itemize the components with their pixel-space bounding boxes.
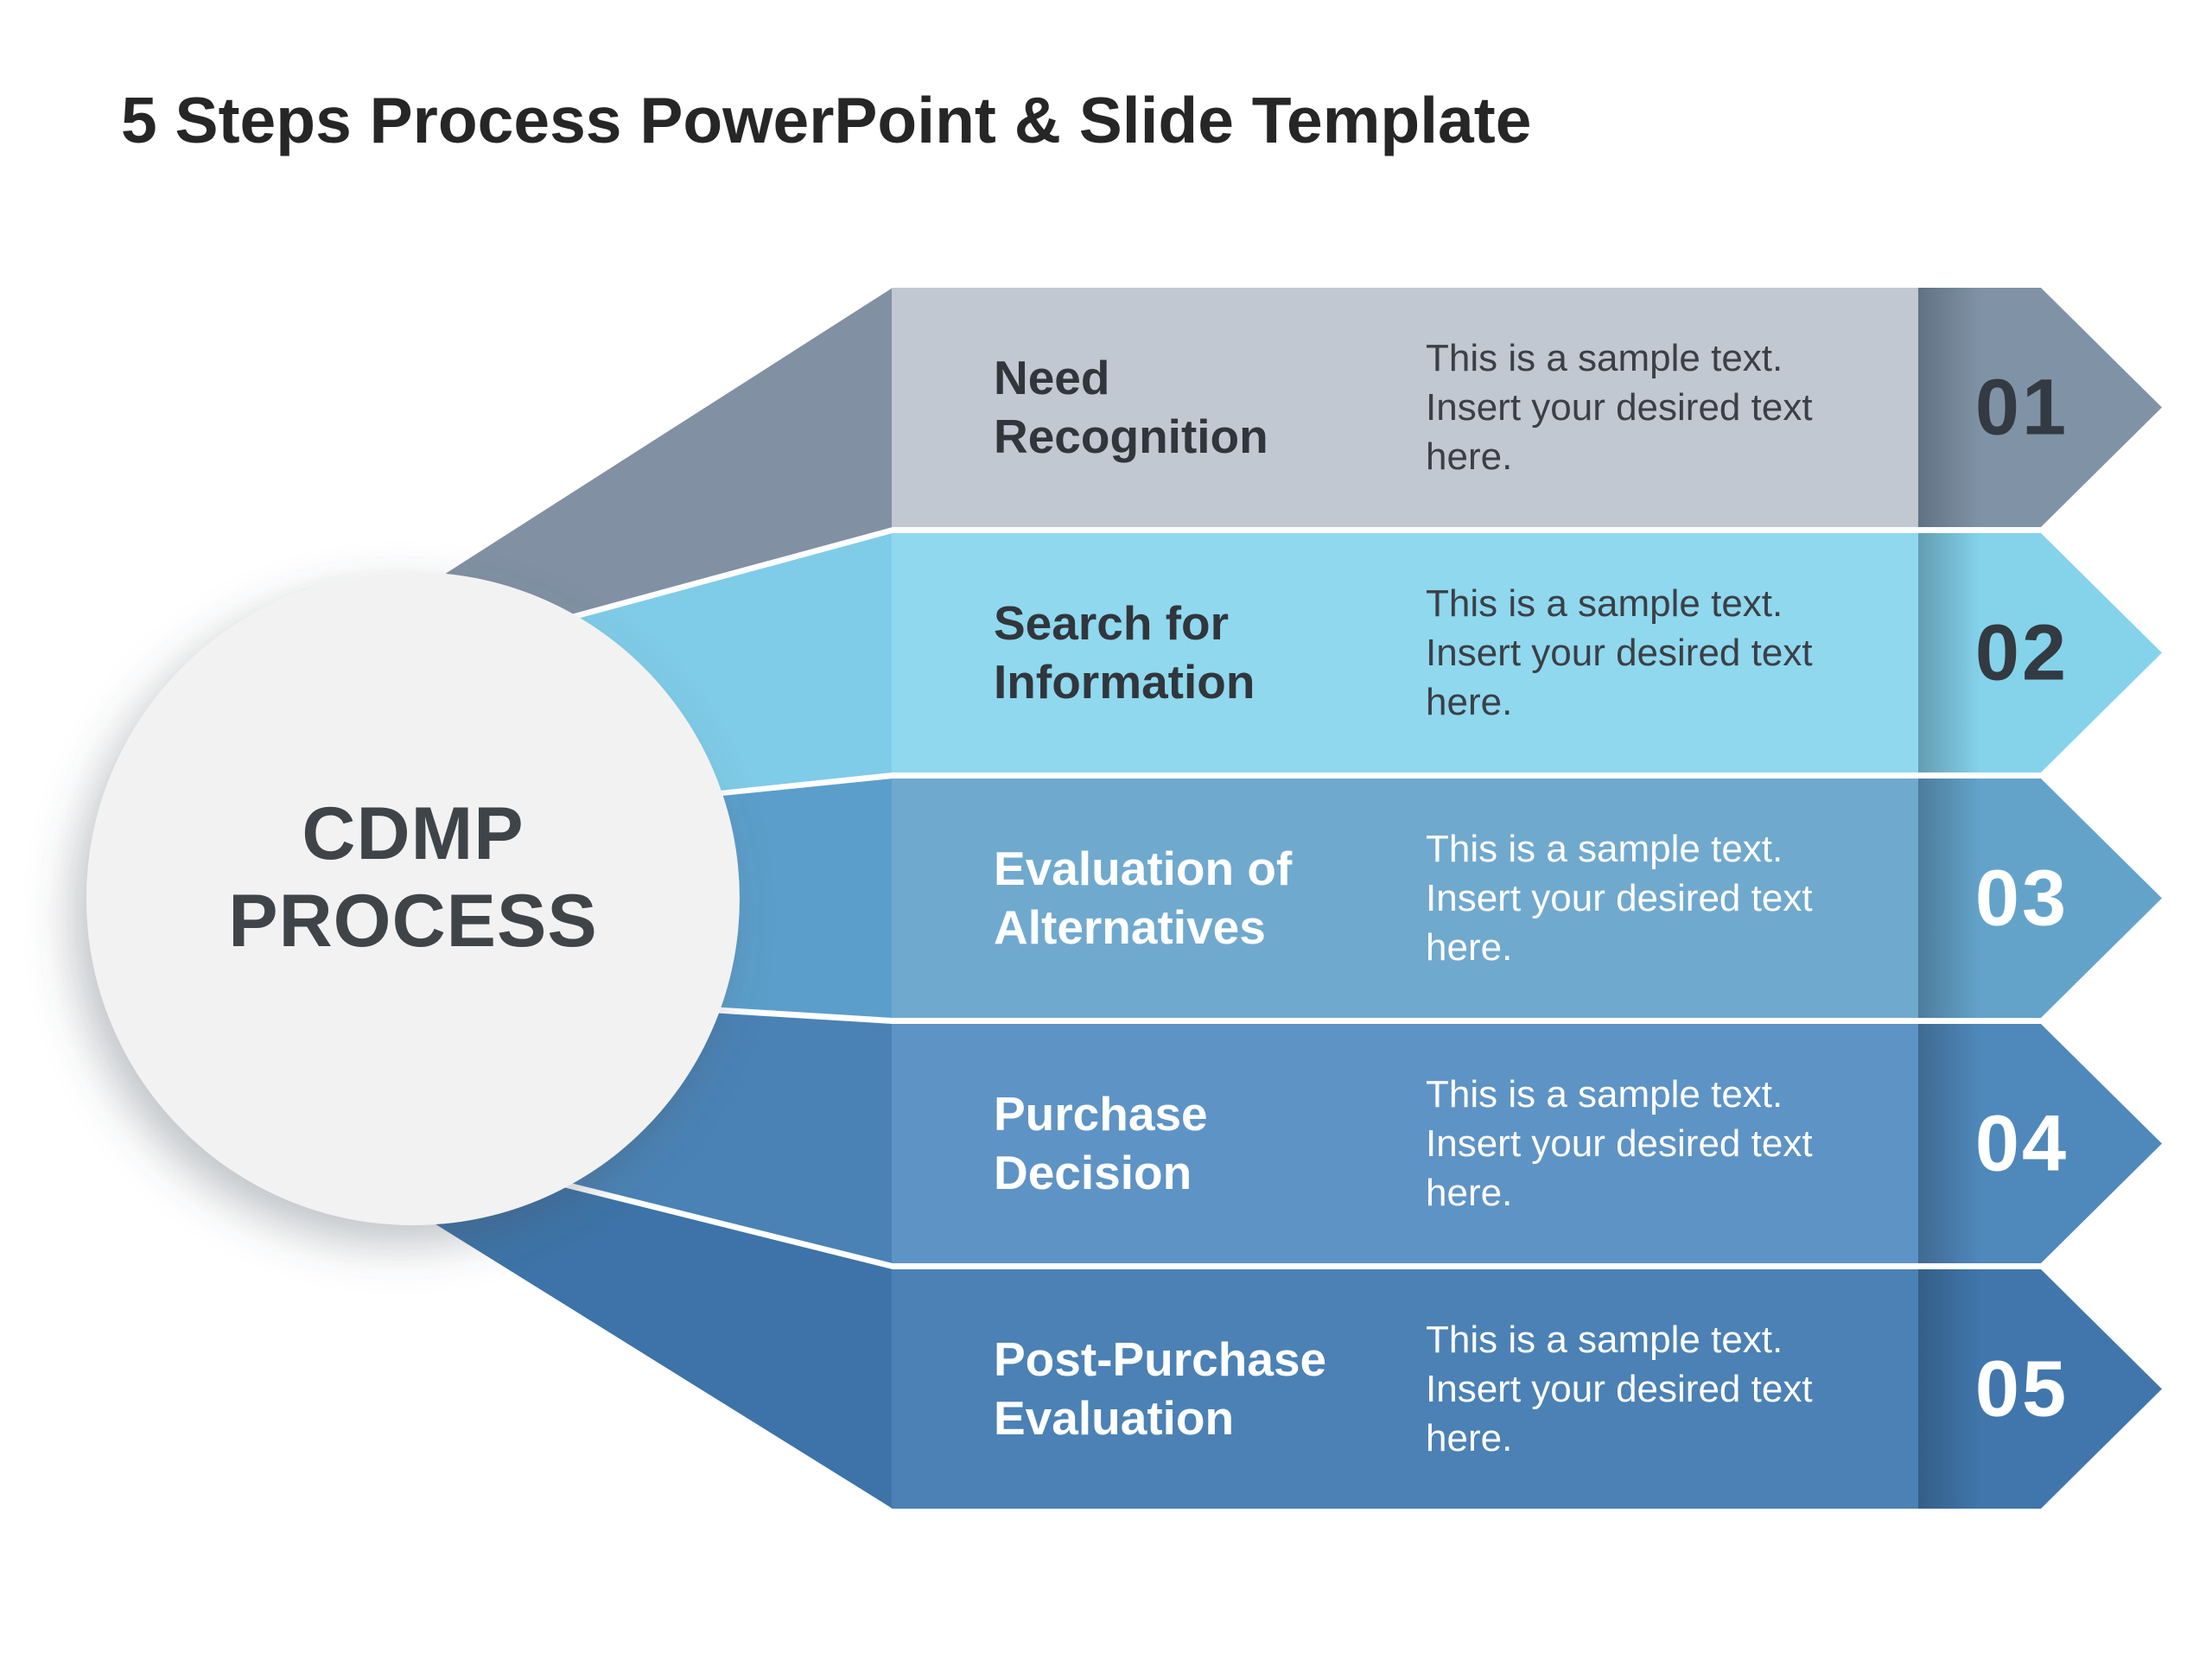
circle-label: CDMP PROCESS <box>154 791 672 966</box>
step-band-4: 04 <box>498 1009 2162 1263</box>
step-1-description: This is a sample text. Insert your desir… <box>1426 336 1813 479</box>
step-2-title: Search for Information <box>994 596 1255 709</box>
step-2-description: This is a sample text. Insert your desir… <box>1426 582 1813 724</box>
circle-label-line2: PROCESS <box>228 880 598 963</box>
step-1-title: Need Recognition <box>994 351 1268 463</box>
step-3-arrow-shadow <box>1918 779 1980 1018</box>
step-band-1: 01 <box>385 288 2162 634</box>
step-1-wedge <box>385 288 893 634</box>
step-2-arrow-shadow <box>1918 533 1980 772</box>
process-circle <box>86 572 740 1225</box>
step-1-arrow-shadow <box>1918 288 1980 527</box>
step-4-description: This is a sample text. Insert your desir… <box>1426 1072 1813 1215</box>
step-5-wedge <box>385 1171 893 1509</box>
circle-label-line1: CDMP <box>302 792 524 875</box>
step-band-3: 03 <box>654 779 2162 1018</box>
step-2-number: 02 <box>1975 609 2069 697</box>
step-3-number: 03 <box>1975 855 2069 943</box>
step-3-body <box>892 779 1920 1018</box>
step-band-5: 05 <box>385 1171 2162 1509</box>
step-5-number: 05 <box>1975 1345 2069 1433</box>
step-3-title: Evaluation of Alternatives <box>994 842 1293 954</box>
step-4-number: 04 <box>1975 1100 2069 1188</box>
step-4-body <box>892 1024 1920 1263</box>
step-5-arrow-shadow <box>1918 1269 1980 1509</box>
step-3-description: This is a sample text. Insert your desir… <box>1426 827 1813 969</box>
step-5-description: This is a sample text. Insert your desir… <box>1426 1318 1813 1460</box>
step-4-title: Purchase Decision <box>994 1087 1208 1199</box>
step-5-title: Post-Purchase Evaluation <box>994 1332 1327 1445</box>
step-5-body <box>892 1269 1920 1509</box>
step-1-body <box>892 288 1920 527</box>
step-1-number: 01 <box>1975 364 2069 452</box>
step-4-arrow-shadow <box>1918 1024 1980 1263</box>
page-title: 5 Steps Process PowerPoint & Slide Templ… <box>121 84 1532 156</box>
step-2-body <box>892 533 1920 772</box>
